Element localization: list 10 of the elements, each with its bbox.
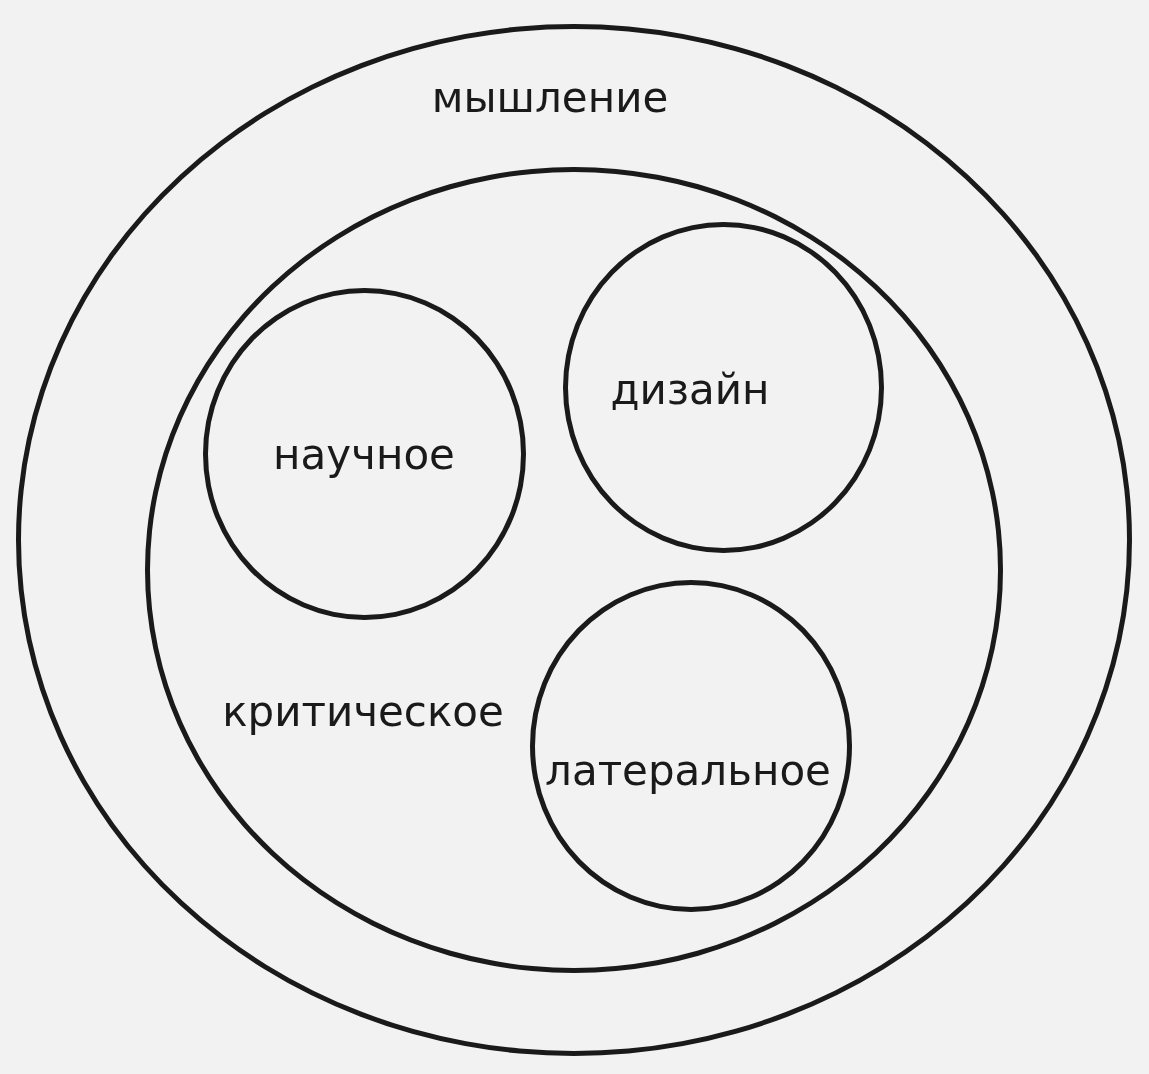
- region-label: научное: [273, 431, 455, 479]
- region-label: латеральное: [545, 747, 831, 795]
- region-label: критическое: [222, 688, 504, 736]
- circle-region: [563, 222, 884, 553]
- circle-region: [203, 288, 526, 620]
- region-label: мышление: [431, 74, 669, 122]
- outer-ellipse: [16, 24, 1132, 1056]
- circle-region: [530, 580, 852, 912]
- inner-ellipse: [145, 167, 1003, 973]
- region-label: дизайн: [610, 366, 770, 414]
